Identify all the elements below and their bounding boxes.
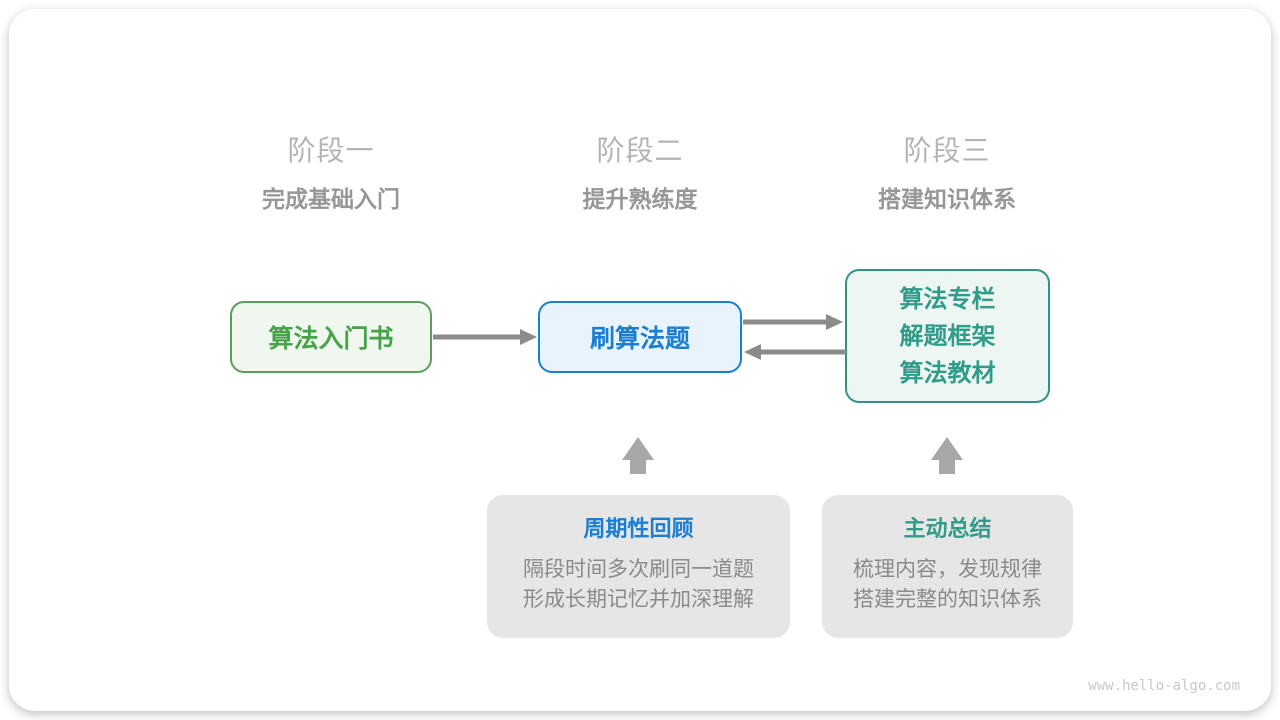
note-review-line-1: 隔段时间多次刷同一道题 <box>523 558 754 581</box>
stage-1-subtitle: 完成基础入门 <box>262 186 400 212</box>
note-summary-line-1: 梳理内容，发现规律 <box>853 558 1042 581</box>
note-review-body: 隔段时间多次刷同一道题 形成长期记忆并加深理解 <box>487 555 790 615</box>
stage-2-subtitle: 提升熟练度 <box>582 186 698 212</box>
note-summary: 主动总结 梳理内容，发现规律 搭建完整的知识体系 <box>822 495 1073 638</box>
node-intro-book-label: 算法入门书 <box>268 325 394 353</box>
node-resources-line-2: 解题框架 <box>899 322 996 350</box>
node-resources-line-1: 算法专栏 <box>899 285 996 313</box>
node-resources-line-3: 算法教材 <box>899 359 996 387</box>
note-summary-title: 主动总结 <box>903 516 992 541</box>
note-summary-line-2: 搭建完整的知识体系 <box>853 588 1042 611</box>
node-practice-label: 刷算法题 <box>589 325 690 353</box>
stage-1-title: 阶段一 <box>287 135 375 166</box>
stage-3-title: 阶段三 <box>903 135 991 166</box>
note-review-line-2: 形成长期记忆并加深理解 <box>523 588 754 611</box>
note-review-title: 周期性回顾 <box>583 516 694 541</box>
stage-3-subtitle: 搭建知识体系 <box>878 186 1016 212</box>
node-resources: 算法专栏 解题框架 算法教材 <box>845 269 1050 403</box>
stage-2-title: 阶段二 <box>596 135 684 166</box>
node-practice: 刷算法题 <box>538 301 742 373</box>
note-review: 周期性回顾 隔段时间多次刷同一道题 形成长期记忆并加深理解 <box>487 495 790 638</box>
watermark: www.hello-algo.com <box>1088 678 1240 694</box>
note-summary-body: 梳理内容，发现规律 搭建完整的知识体系 <box>822 555 1073 615</box>
node-intro-book: 算法入门书 <box>230 301 432 373</box>
